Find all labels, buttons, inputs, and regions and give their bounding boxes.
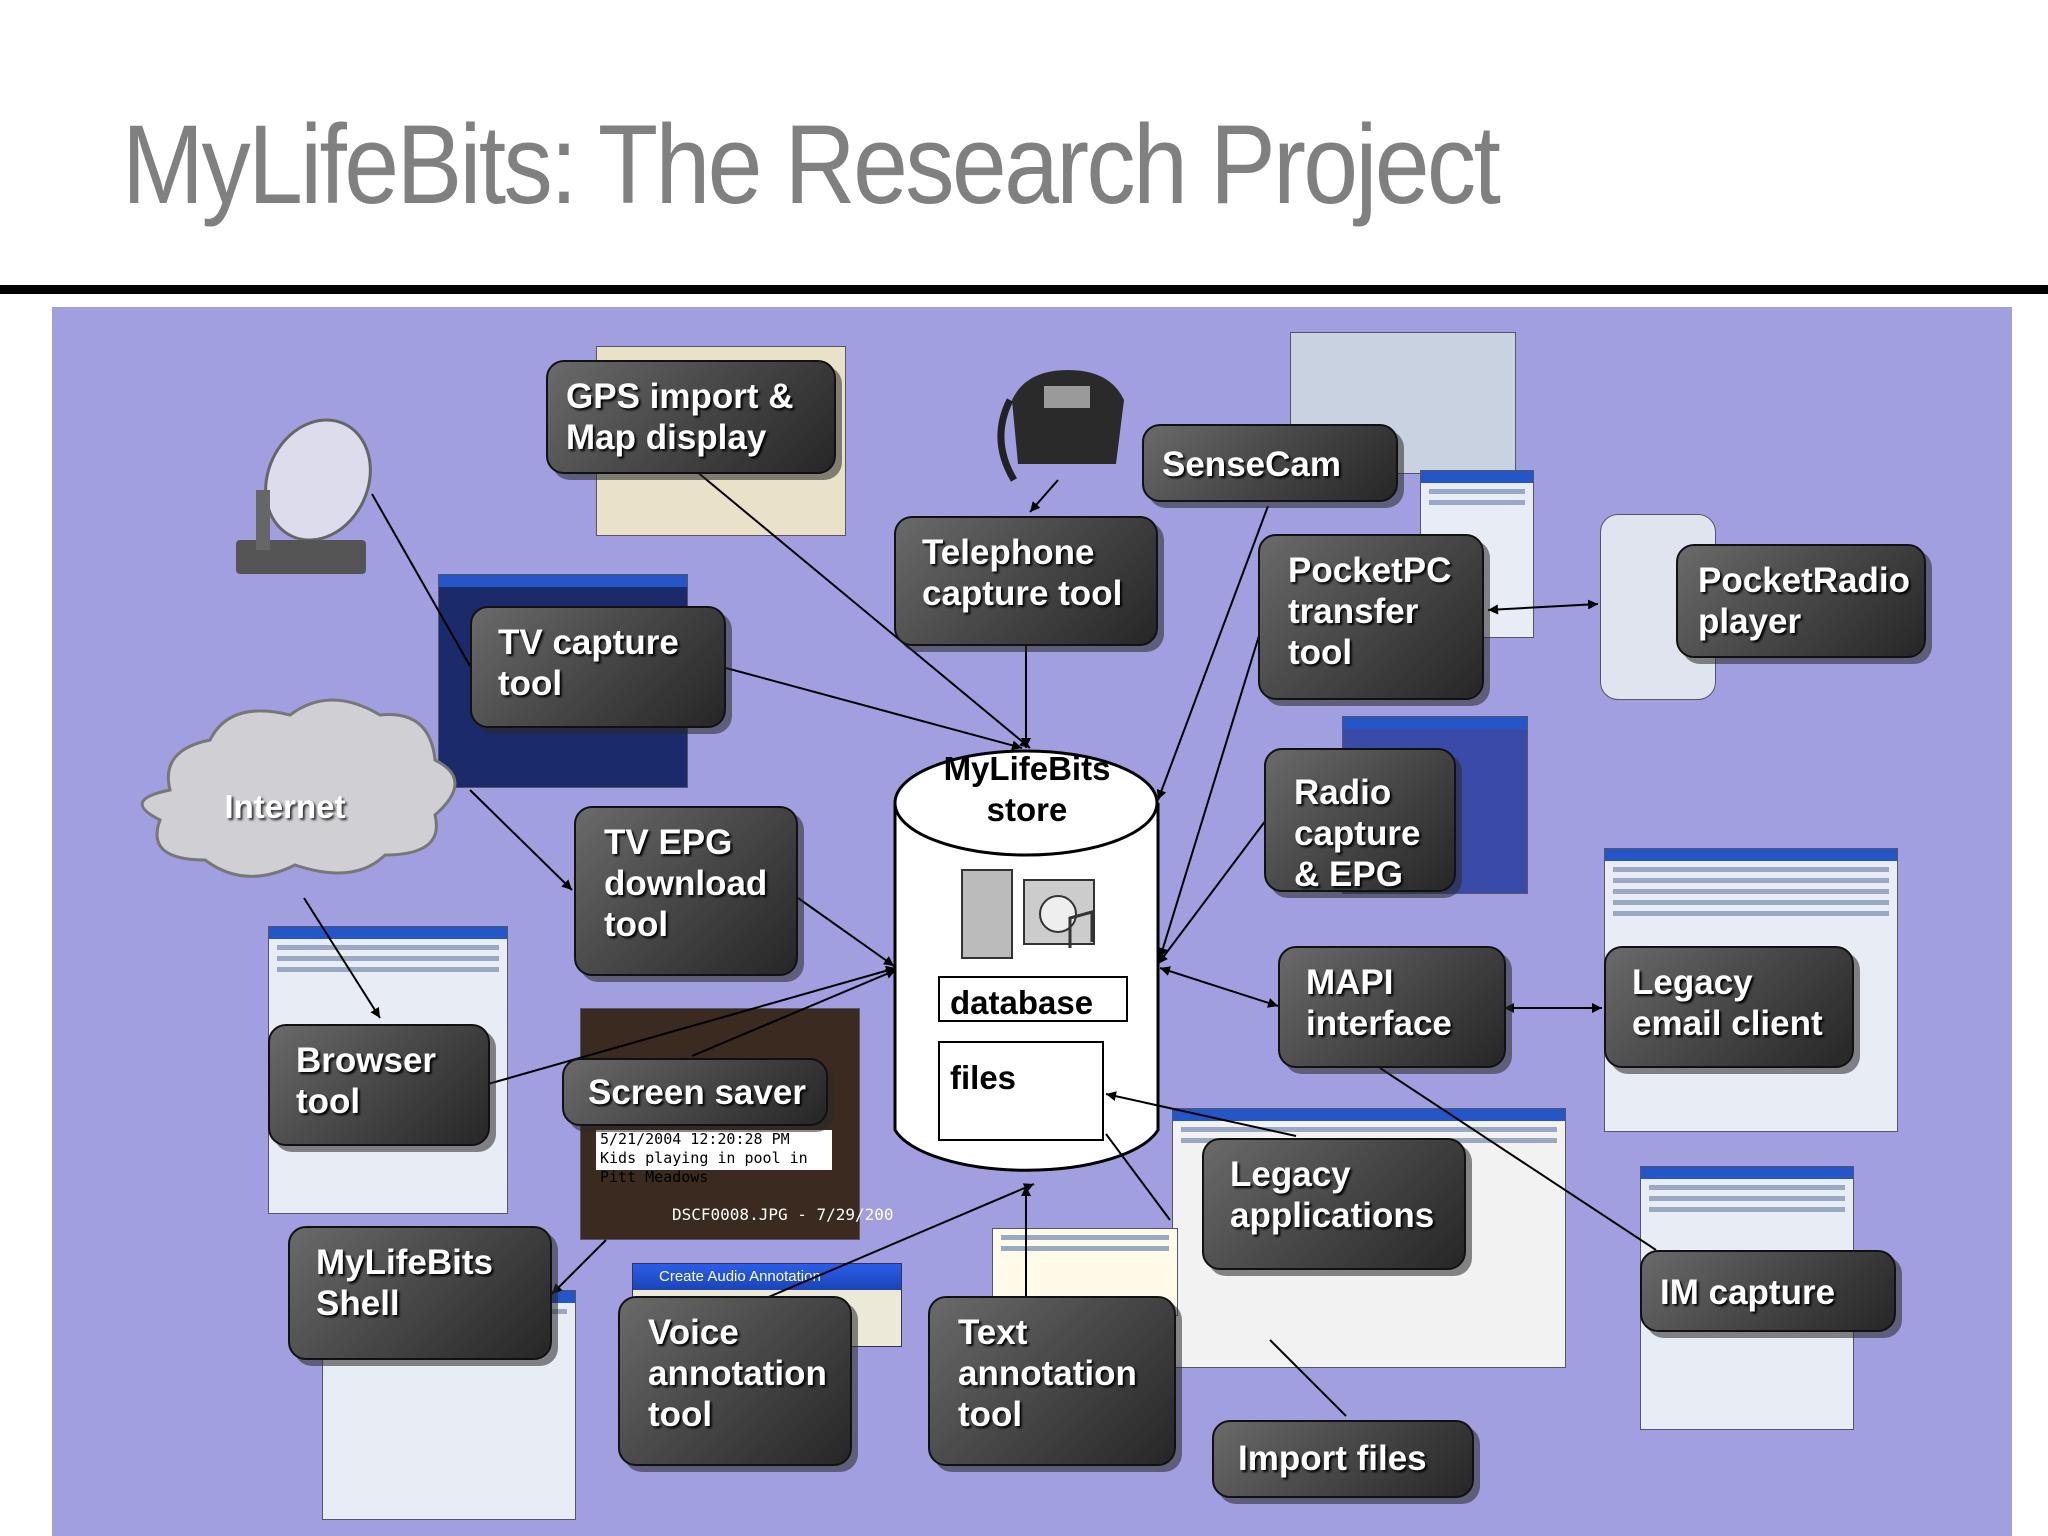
sensecam-box: SenseCam (1142, 424, 1398, 502)
radio-capture-box: Radio capture & EPG (1264, 748, 1456, 894)
browser-tool-box: Browser tool (268, 1024, 490, 1146)
legacy-email-client-box: Legacy email client (1604, 946, 1854, 1068)
internet-label: Internet (224, 788, 346, 825)
database-box: database (938, 976, 1128, 1022)
title-rule (0, 285, 2048, 294)
caption-description: Kids playing in pool in Pitt Meadows (600, 1149, 808, 1186)
tv-capture-box: TV capture tool (470, 606, 726, 728)
caption-datetime: 5/21/2004 12:20:28 PM (600, 1130, 790, 1148)
screen-saver-box: Screen saver (562, 1058, 828, 1126)
voice-annotation-box: Voice annotation tool (618, 1296, 852, 1466)
mapi-interface-box: MAPI interface (1278, 946, 1506, 1068)
gps-import-box: GPS import & Map display (546, 360, 836, 474)
import-files-box: Import files (1212, 1420, 1474, 1498)
telephone-icon (997, 370, 1124, 482)
text-annotation-box: Text annotation tool (928, 1296, 1176, 1466)
satellite-dish-icon (236, 418, 372, 574)
store-label: MyLifeBits store (943, 750, 1111, 828)
mylifebits-shell-box: MyLifeBits Shell (288, 1226, 552, 1360)
files-box: files (938, 1041, 1104, 1141)
photo-filename: DSCF0008.JPG - 7/29/200 (672, 1205, 894, 1224)
im-capture-box: IM capture (1640, 1250, 1896, 1332)
pocketpc-transfer-box: PocketPC transfer tool (1258, 534, 1484, 700)
slide-title: MyLifeBits: The Research Project (122, 102, 1501, 227)
voice-dialog-title: Create Audio Annotation (633, 1264, 901, 1290)
internet-cloud-icon (140, 698, 457, 878)
legacy-applications-box: Legacy applications (1202, 1138, 1466, 1270)
media-icons (961, 869, 1095, 959)
tv-epg-download-box: TV EPG download tool (574, 806, 798, 976)
telephone-capture-box: Telephone capture tool (894, 516, 1158, 646)
photo-caption: 5/21/2004 12:20:28 PM Kids playing in po… (596, 1130, 832, 1186)
pocketradio-player-box: PocketRadio player (1676, 544, 1926, 658)
